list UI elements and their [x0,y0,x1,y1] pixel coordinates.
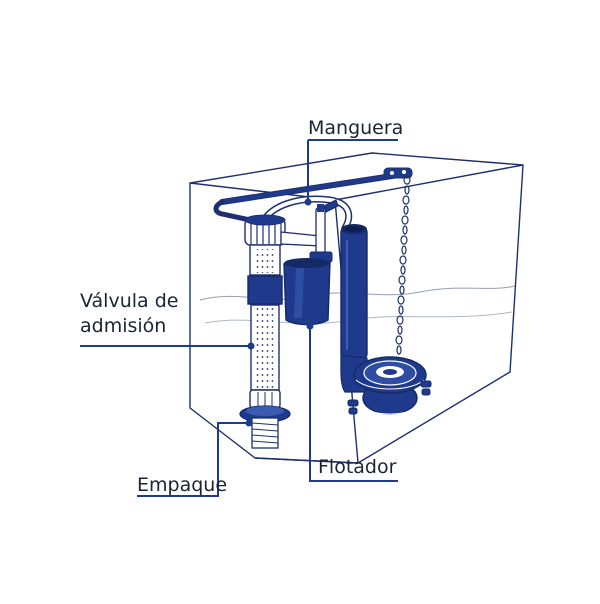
leader-flotador [309,326,398,482]
label-manguera: Manguera [308,117,404,139]
gasket [239,405,291,449]
leader-dots [245,198,314,427]
leader-lines [80,139,398,497]
label-valvula-line2: admisión [80,315,167,337]
flapper [353,356,427,415]
float-arm [280,199,339,263]
float-cup [283,258,331,326]
tank-bolts [347,380,432,415]
label-empaque: Empaque [137,474,228,496]
overflow-clip [383,167,413,179]
flush-chain [395,175,411,355]
label-flotador: Flotador [318,456,397,478]
leader-empaque [137,422,249,497]
fill-valve [244,214,286,409]
label-valvula-de-admision: Válvula de admisión [80,289,178,339]
label-valvula-line1: Válvula de [80,290,179,312]
